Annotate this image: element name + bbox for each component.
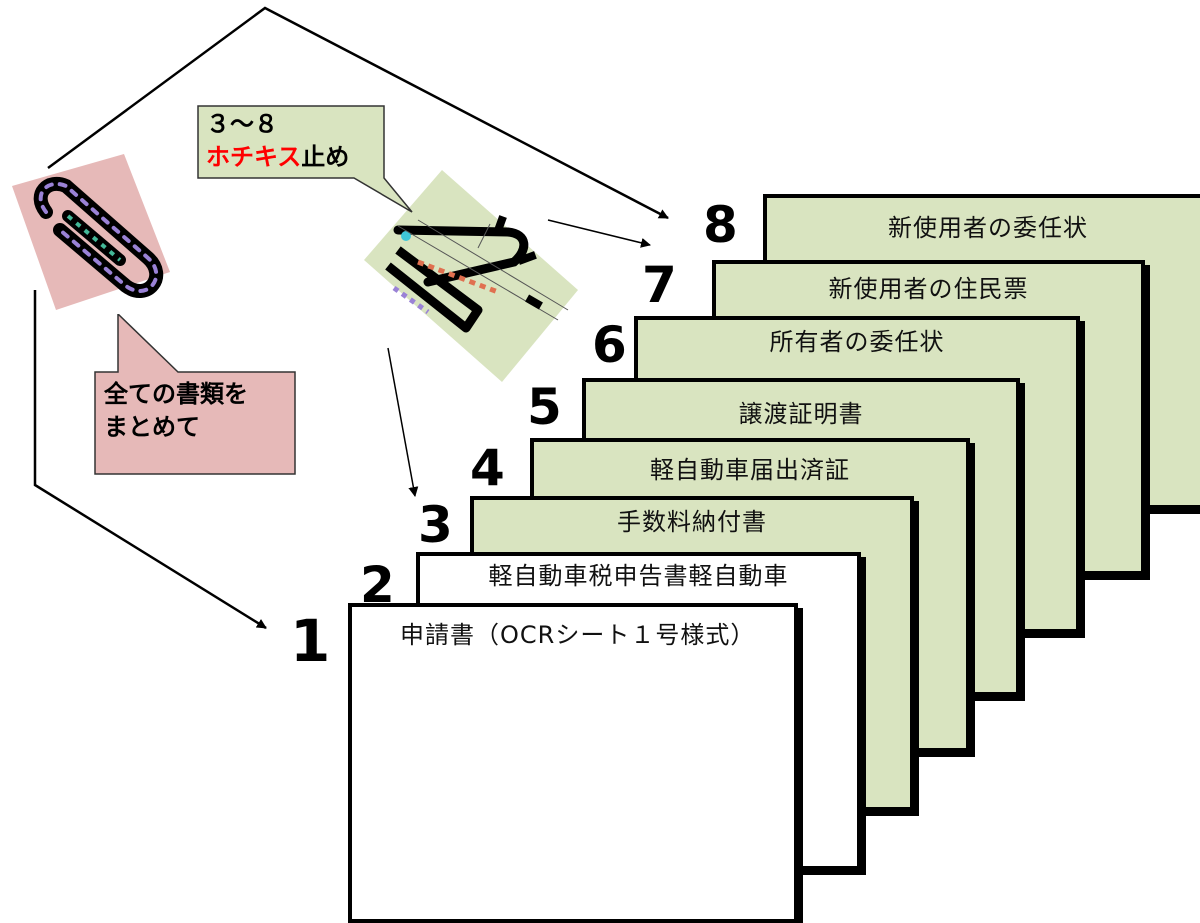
document-sheet-1: 申請書（OCRシート１号様式） bbox=[348, 603, 798, 923]
doc-number-7: 7 bbox=[642, 256, 677, 314]
document-title: 新使用者の委任状 bbox=[888, 214, 1088, 242]
doc-number-3: 3 bbox=[418, 496, 453, 554]
doc-number-2: 2 bbox=[360, 556, 395, 614]
document-title: 申請書（OCRシート１号様式） bbox=[400, 621, 756, 649]
doc-number-6: 6 bbox=[592, 316, 627, 374]
callout-all-documents: 全ての書類を まとめて bbox=[90, 314, 300, 478]
document-title: 譲渡証明書 bbox=[738, 400, 864, 428]
callout-all-documents-line1: 全ての書類を bbox=[104, 380, 248, 408]
doc-number-1: 1 bbox=[290, 607, 331, 675]
document-title: 新使用者の住民票 bbox=[828, 275, 1029, 303]
callout-all-documents-line2: まとめて bbox=[104, 413, 200, 441]
doc-number-8: 8 bbox=[703, 196, 738, 254]
document-title: 軽自動車届出済証 bbox=[650, 456, 850, 484]
paperclip-icon bbox=[2, 150, 178, 314]
document-title: 手数料納付書 bbox=[617, 508, 767, 536]
arrow-staple-to-7 bbox=[547, 219, 651, 248]
stapler-icon bbox=[358, 170, 580, 382]
arrow-group-to-8 bbox=[47, 6, 669, 220]
callout-staple-red-text: ホチキス bbox=[206, 143, 302, 171]
arrow-staple-to-3 bbox=[387, 347, 419, 497]
document-title: 所有者の委任状 bbox=[769, 328, 945, 356]
callout-staple-line1: ３～８ bbox=[206, 110, 278, 138]
doc-number-5: 5 bbox=[527, 378, 562, 436]
arrow-group-to-1 bbox=[33, 290, 267, 630]
doc-number-4: 4 bbox=[470, 439, 505, 497]
callout-staple-rest-text: 止め bbox=[301, 143, 350, 171]
document-title: 軽自動車税申告書軽自動車 bbox=[488, 562, 789, 590]
callout-staple: ３～８ ホチキス止め bbox=[196, 104, 416, 216]
